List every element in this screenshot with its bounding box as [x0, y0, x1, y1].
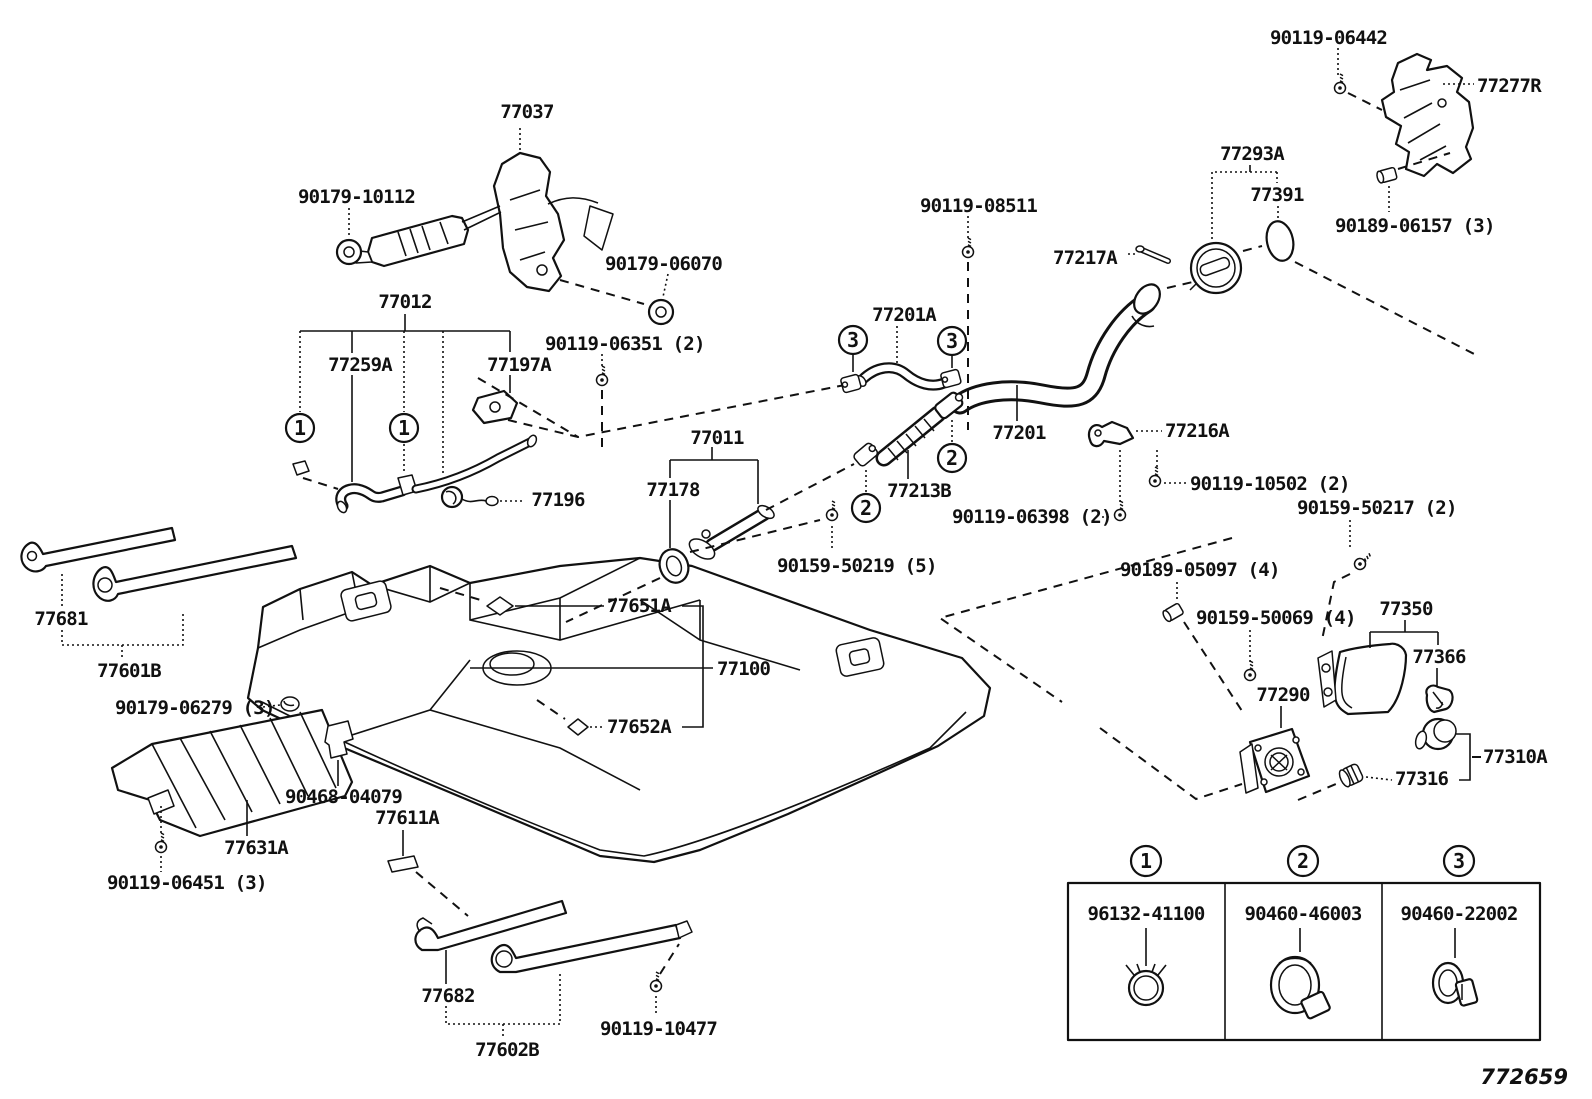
label-77217A: 77217A — [1053, 247, 1118, 269]
inlet-hose-group — [284, 314, 846, 514]
legend-glyph-clamp-1 — [1125, 963, 1167, 1007]
label-77216A: 77216A — [1165, 420, 1230, 442]
tank-label-bracket — [439, 587, 713, 736]
label-77196: 77196 — [531, 489, 585, 511]
label-90159-50219: 90159-50219 (5) — [777, 555, 937, 577]
grommet-77316 — [1338, 763, 1364, 788]
label-90179-10112: 90179-10112 — [298, 186, 415, 208]
heat-shield — [110, 696, 469, 917]
hinge-77290 — [1239, 706, 1311, 794]
label-77012: 77012 — [378, 291, 431, 313]
label-77201: 77201 — [992, 422, 1046, 444]
callout-1-a — [284, 412, 316, 444]
grommet-06070 — [647, 298, 675, 326]
legend-glyph-clamp-2 — [1269, 955, 1331, 1020]
label-90119-10477: 90119-10477 — [600, 1018, 717, 1040]
label-77601B: 77601B — [97, 660, 161, 682]
label-90119-06442: 90119-06442 — [1270, 27, 1387, 49]
legend-part-2: 90460-46003 — [1244, 903, 1361, 925]
filler-cap-assembly — [1189, 165, 1481, 358]
legend-symbol-3: 3 — [1453, 849, 1465, 873]
callout-1a-num: 1 — [294, 416, 306, 440]
label-90119-06351: 90119-06351 (2) — [545, 333, 705, 355]
grommet-10112 — [335, 238, 363, 266]
sensor-77196 — [440, 485, 464, 509]
label-77197A: 77197A — [487, 354, 552, 376]
label-90119-06451: 90119-06451 (3) — [107, 872, 267, 894]
label-77682: 77682 — [421, 985, 474, 1007]
callout-2a-num: 2 — [946, 446, 958, 470]
fuel-inlet-pipe — [565, 447, 855, 623]
callout-2b-num: 2 — [860, 496, 872, 520]
filler-pipe-protector — [1333, 48, 1475, 212]
label-90468-04079: 90468-04079 — [285, 786, 402, 808]
label-90179-06070: 90179-06070 — [605, 253, 722, 275]
label-77310A: 77310A — [1483, 746, 1548, 768]
fuel-door-group — [937, 520, 1481, 801]
label-77259A: 77259A — [328, 354, 393, 376]
legend-table: 1 2 3 96132-41100 90460-46003 90460-2200… — [1066, 844, 1542, 1042]
label-77290: 77290 — [1256, 684, 1310, 706]
legend-callout-1 — [1129, 844, 1163, 878]
callout-1-b — [388, 412, 420, 444]
label-77011: 77011 — [690, 427, 744, 449]
label-77213B: 77213B — [887, 480, 951, 502]
label-90189-06157: 90189-06157 (3) — [1335, 215, 1495, 237]
fuel-filler-pipe — [837, 216, 1198, 524]
label-90119-08511: 90119-08511 — [920, 195, 1037, 217]
upper-tank-straps — [20, 526, 298, 658]
pad-77651A — [486, 596, 514, 616]
legend-callout-3 — [1442, 844, 1476, 878]
fuel-pump-assembly — [335, 128, 675, 326]
label-77631A: 77631A — [224, 837, 289, 859]
label-77277R: 77277R — [1477, 75, 1542, 97]
label-77391: 77391 — [1250, 184, 1304, 206]
label-90119-10502: 90119-10502 (2) — [1190, 473, 1350, 495]
legend-part-3: 90460-22002 — [1400, 903, 1517, 925]
tank-band-clamp — [324, 720, 354, 759]
label-77602B: 77602B — [475, 1039, 539, 1061]
clip-06279 — [280, 696, 300, 712]
label-90119-06398: 90119-06398 (2) — [952, 506, 1112, 528]
legend-glyph-clamp-3 — [1431, 961, 1479, 1007]
callout-3a-num: 3 — [847, 328, 859, 352]
lower-tank-straps — [414, 899, 693, 1037]
legend-symbol-1: 1 — [1140, 849, 1152, 873]
label-77366: 77366 — [1412, 646, 1466, 668]
figure-code: 772659 — [1480, 1065, 1568, 1089]
label-77651A: 77651A — [607, 595, 672, 617]
legend-symbol-2: 2 — [1297, 849, 1309, 873]
pad-77652A — [567, 718, 589, 736]
callout-2-a — [936, 442, 968, 474]
label-90189-05097: 90189-05097 (4) — [1120, 559, 1280, 581]
label-77201A: 77201A — [872, 304, 937, 326]
fuel-lid-77350 — [1333, 642, 1408, 716]
label-77100: 77100 — [717, 658, 771, 680]
label-90159-50069: 90159-50069 (4) — [1196, 607, 1356, 629]
legend-part-1: 96132-41100 — [1087, 903, 1204, 925]
label-77037: 77037 — [500, 101, 554, 123]
label-77652A: 77652A — [607, 716, 672, 738]
label-77178: 77178 — [646, 479, 700, 501]
strip-77611A — [387, 855, 419, 873]
label-90159-50217: 90159-50217 (2) — [1297, 497, 1457, 519]
label-90179-06279: 90179-06279 (3) — [115, 697, 275, 719]
callout-3b-num: 3 — [946, 329, 958, 353]
label-77611A: 77611A — [375, 807, 440, 829]
label-77350: 77350 — [1379, 598, 1433, 620]
label-77293A: 77293A — [1220, 143, 1285, 165]
callout-1b-num: 1 — [398, 416, 410, 440]
label-77316: 77316 — [1395, 768, 1449, 790]
bracket-77216A — [1087, 420, 1135, 448]
label-77681: 77681 — [34, 608, 88, 630]
legend-callout-2 — [1286, 844, 1320, 878]
nut-06157 — [1375, 166, 1399, 185]
callout-2-b — [850, 492, 882, 524]
gasket-77391 — [1265, 220, 1295, 262]
